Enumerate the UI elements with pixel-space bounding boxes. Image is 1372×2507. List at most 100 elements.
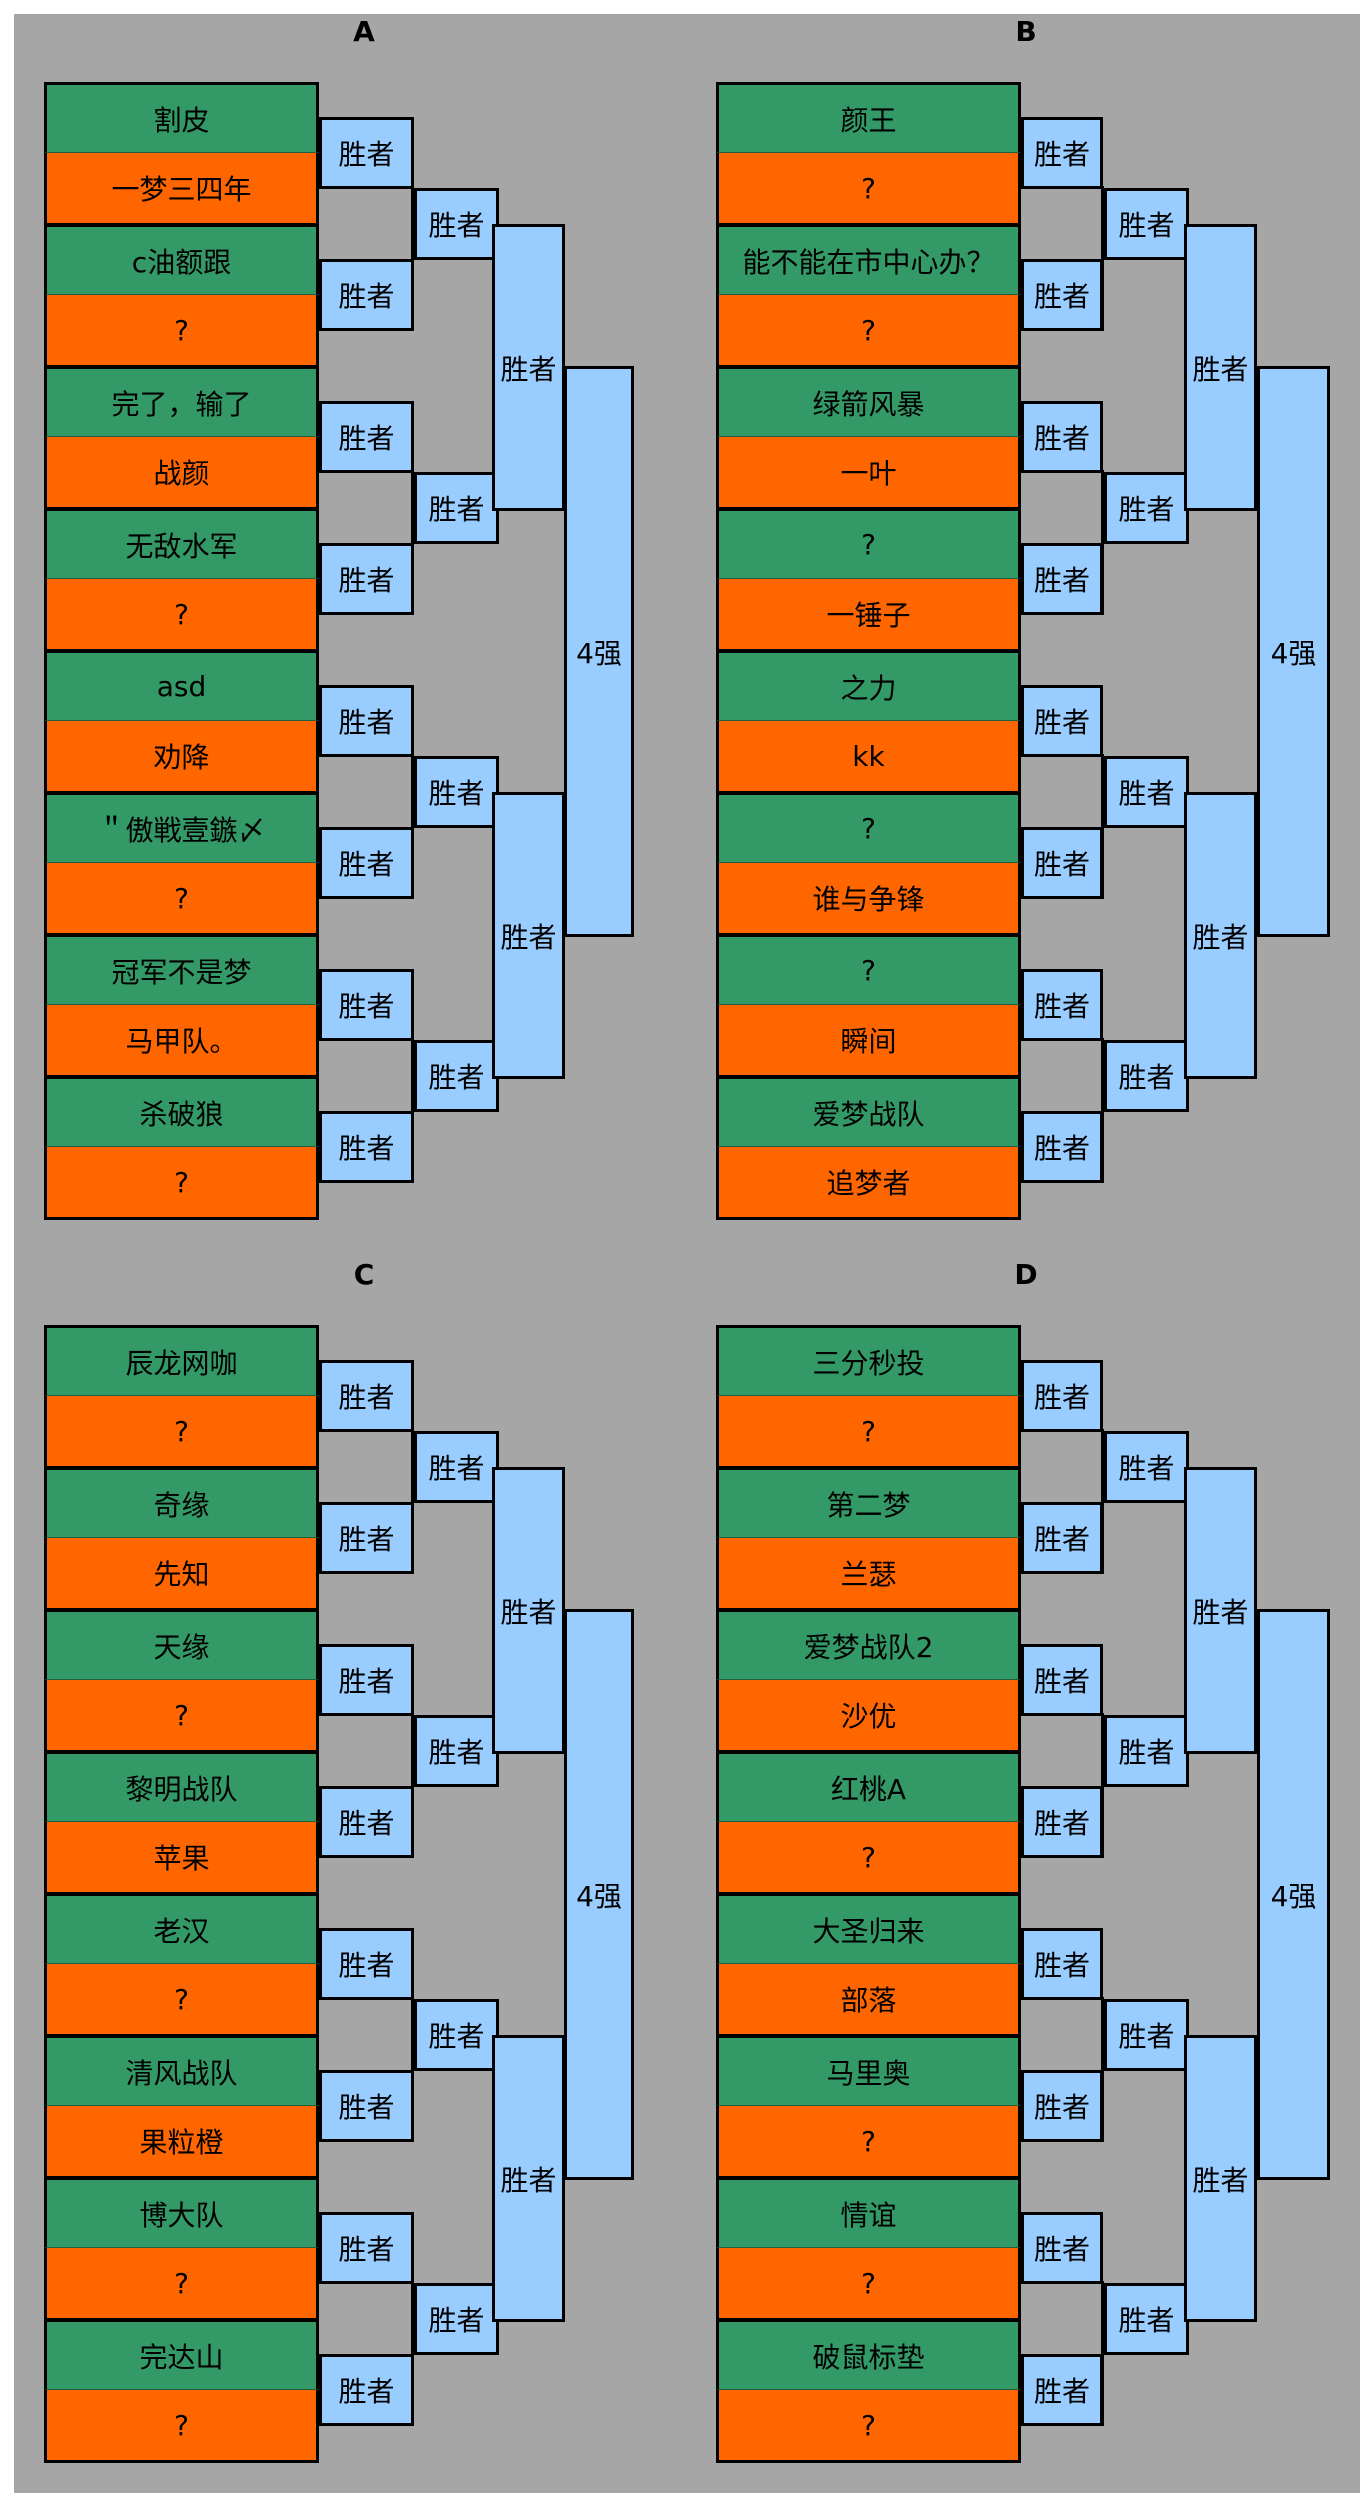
round2-winner-box[interactable]: 胜者 bbox=[1104, 472, 1189, 544]
team-cell[interactable]: c油额跟 bbox=[44, 224, 319, 295]
team-cell[interactable]: 博大队 bbox=[44, 2177, 319, 2248]
round1-winner-box[interactable]: 胜者 bbox=[319, 827, 414, 899]
team-cell[interactable]: 红桃A bbox=[716, 1751, 1021, 1822]
round1-winner-box[interactable]: 胜者 bbox=[1021, 1786, 1103, 1858]
final-four-box[interactable]: 4强 bbox=[564, 366, 634, 937]
team-cell[interactable]: 大圣归来 bbox=[716, 1893, 1021, 1964]
round1-winner-box[interactable]: 胜者 bbox=[319, 1644, 414, 1716]
team-cell[interactable]: 果粒橙 bbox=[44, 2106, 319, 2179]
round2-winner-box[interactable]: 胜者 bbox=[1104, 1431, 1189, 1503]
team-cell[interactable]: 一锤子 bbox=[716, 579, 1021, 652]
team-cell[interactable]: 劝降 bbox=[44, 721, 319, 794]
round3-winner-box[interactable]: 胜者 bbox=[492, 1467, 565, 1754]
team-cell[interactable]: ? bbox=[44, 2390, 319, 2463]
round1-winner-box[interactable]: 胜者 bbox=[1021, 827, 1103, 899]
team-cell[interactable]: 奇缘 bbox=[44, 1467, 319, 1538]
round1-winner-box[interactable]: 胜者 bbox=[1021, 543, 1103, 615]
final-four-box[interactable]: 4强 bbox=[564, 1609, 634, 2180]
round1-winner-box[interactable]: 胜者 bbox=[1021, 1502, 1103, 1574]
team-cell[interactable]: 谁与争锋 bbox=[716, 863, 1021, 936]
round1-winner-box[interactable]: 胜者 bbox=[1021, 117, 1103, 189]
round1-winner-box[interactable]: 胜者 bbox=[319, 685, 414, 757]
round3-winner-box[interactable]: 胜者 bbox=[492, 792, 565, 1079]
team-cell[interactable]: asd bbox=[44, 650, 319, 721]
round3-winner-box[interactable]: 胜者 bbox=[1184, 1467, 1257, 1754]
team-cell[interactable]: 完达山 bbox=[44, 2319, 319, 2390]
team-cell[interactable]: 之力 bbox=[716, 650, 1021, 721]
team-cell[interactable]: ? bbox=[716, 2106, 1021, 2179]
team-cell[interactable]: 一叶 bbox=[716, 437, 1021, 510]
team-cell[interactable]: 沙优 bbox=[716, 1680, 1021, 1753]
round2-winner-box[interactable]: 胜者 bbox=[1104, 188, 1189, 260]
team-cell[interactable]: ? bbox=[44, 863, 319, 936]
team-cell[interactable]: 老汉 bbox=[44, 1893, 319, 1964]
round1-winner-box[interactable]: 胜者 bbox=[1021, 1360, 1103, 1432]
team-cell[interactable]: 杀破狼 bbox=[44, 1076, 319, 1147]
team-cell[interactable]: kk bbox=[716, 721, 1021, 794]
team-cell[interactable]: ? bbox=[716, 508, 1021, 579]
team-cell[interactable]: ＂傲戦壹鏃〆 bbox=[44, 792, 319, 863]
round1-winner-box[interactable]: 胜者 bbox=[1021, 1644, 1103, 1716]
team-cell[interactable]: 能不能在市中心办？ bbox=[716, 224, 1021, 295]
round1-winner-box[interactable]: 胜者 bbox=[319, 543, 414, 615]
team-cell[interactable]: ? bbox=[716, 792, 1021, 863]
team-cell[interactable]: ? bbox=[716, 295, 1021, 368]
team-cell[interactable]: 苹果 bbox=[44, 1822, 319, 1895]
team-cell[interactable]: 颜王 bbox=[716, 82, 1021, 153]
round2-winner-box[interactable]: 胜者 bbox=[1104, 1715, 1189, 1787]
round2-winner-box[interactable]: 胜者 bbox=[1104, 756, 1189, 828]
team-cell[interactable]: 爱梦战队2 bbox=[716, 1609, 1021, 1680]
team-cell[interactable]: ? bbox=[44, 1680, 319, 1753]
team-cell[interactable]: 割皮 bbox=[44, 82, 319, 153]
team-cell[interactable]: 破鼠标垫 bbox=[716, 2319, 1021, 2390]
round1-winner-box[interactable]: 胜者 bbox=[1021, 2354, 1103, 2426]
round3-winner-box[interactable]: 胜者 bbox=[1184, 224, 1257, 511]
round1-winner-box[interactable]: 胜者 bbox=[319, 1111, 414, 1183]
round1-winner-box[interactable]: 胜者 bbox=[1021, 2070, 1103, 2142]
round1-winner-box[interactable]: 胜者 bbox=[1021, 2212, 1103, 2284]
team-cell[interactable]: ? bbox=[44, 1147, 319, 1220]
round1-winner-box[interactable]: 胜者 bbox=[319, 1360, 414, 1432]
round1-winner-box[interactable]: 胜者 bbox=[319, 259, 414, 331]
round2-winner-box[interactable]: 胜者 bbox=[414, 472, 499, 544]
team-cell[interactable]: 爱梦战队 bbox=[716, 1076, 1021, 1147]
team-cell[interactable]: 瞬间 bbox=[716, 1005, 1021, 1078]
round1-winner-box[interactable]: 胜者 bbox=[319, 401, 414, 473]
round3-winner-box[interactable]: 胜者 bbox=[1184, 2035, 1257, 2322]
round1-winner-box[interactable]: 胜者 bbox=[319, 1786, 414, 1858]
team-cell[interactable]: 战颜 bbox=[44, 437, 319, 510]
team-cell[interactable]: ? bbox=[716, 2248, 1021, 2321]
team-cell[interactable]: ? bbox=[716, 153, 1021, 226]
team-cell[interactable]: 部落 bbox=[716, 1964, 1021, 2037]
round1-winner-box[interactable]: 胜者 bbox=[1021, 1928, 1103, 2000]
round1-winner-box[interactable]: 胜者 bbox=[1021, 259, 1103, 331]
round3-winner-box[interactable]: 胜者 bbox=[492, 2035, 565, 2322]
round1-winner-box[interactable]: 胜者 bbox=[319, 2212, 414, 2284]
team-cell[interactable]: 辰龙网咖 bbox=[44, 1325, 319, 1396]
team-cell[interactable]: 无敌水军 bbox=[44, 508, 319, 579]
round1-winner-box[interactable]: 胜者 bbox=[319, 117, 414, 189]
team-cell[interactable]: 追梦者 bbox=[716, 1147, 1021, 1220]
round2-winner-box[interactable]: 胜者 bbox=[414, 188, 499, 260]
team-cell[interactable]: 马里奥 bbox=[716, 2035, 1021, 2106]
team-cell[interactable]: 兰瑟 bbox=[716, 1538, 1021, 1611]
round2-winner-box[interactable]: 胜者 bbox=[414, 1040, 499, 1112]
final-four-box[interactable]: 4强 bbox=[1257, 1609, 1330, 2180]
team-cell[interactable]: 冠军不是梦 bbox=[44, 934, 319, 1005]
round1-winner-box[interactable]: 胜者 bbox=[1021, 1111, 1103, 1183]
round2-winner-box[interactable]: 胜者 bbox=[1104, 1040, 1189, 1112]
team-cell[interactable]: ? bbox=[716, 1396, 1021, 1469]
team-cell[interactable]: 完了，输了 bbox=[44, 366, 319, 437]
team-cell[interactable]: ? bbox=[716, 2390, 1021, 2463]
team-cell[interactable]: 三分秒投 bbox=[716, 1325, 1021, 1396]
round2-winner-box[interactable]: 胜者 bbox=[1104, 2283, 1189, 2355]
round1-winner-box[interactable]: 胜者 bbox=[1021, 969, 1103, 1041]
team-cell[interactable]: 绿箭风暴 bbox=[716, 366, 1021, 437]
round1-winner-box[interactable]: 胜者 bbox=[319, 1928, 414, 2000]
round2-winner-box[interactable]: 胜者 bbox=[1104, 1999, 1189, 2071]
team-cell[interactable]: ? bbox=[716, 934, 1021, 1005]
team-cell[interactable]: 天缘 bbox=[44, 1609, 319, 1680]
final-four-box[interactable]: 4强 bbox=[1257, 366, 1330, 937]
team-cell[interactable]: 第二梦 bbox=[716, 1467, 1021, 1538]
team-cell[interactable]: 情谊 bbox=[716, 2177, 1021, 2248]
